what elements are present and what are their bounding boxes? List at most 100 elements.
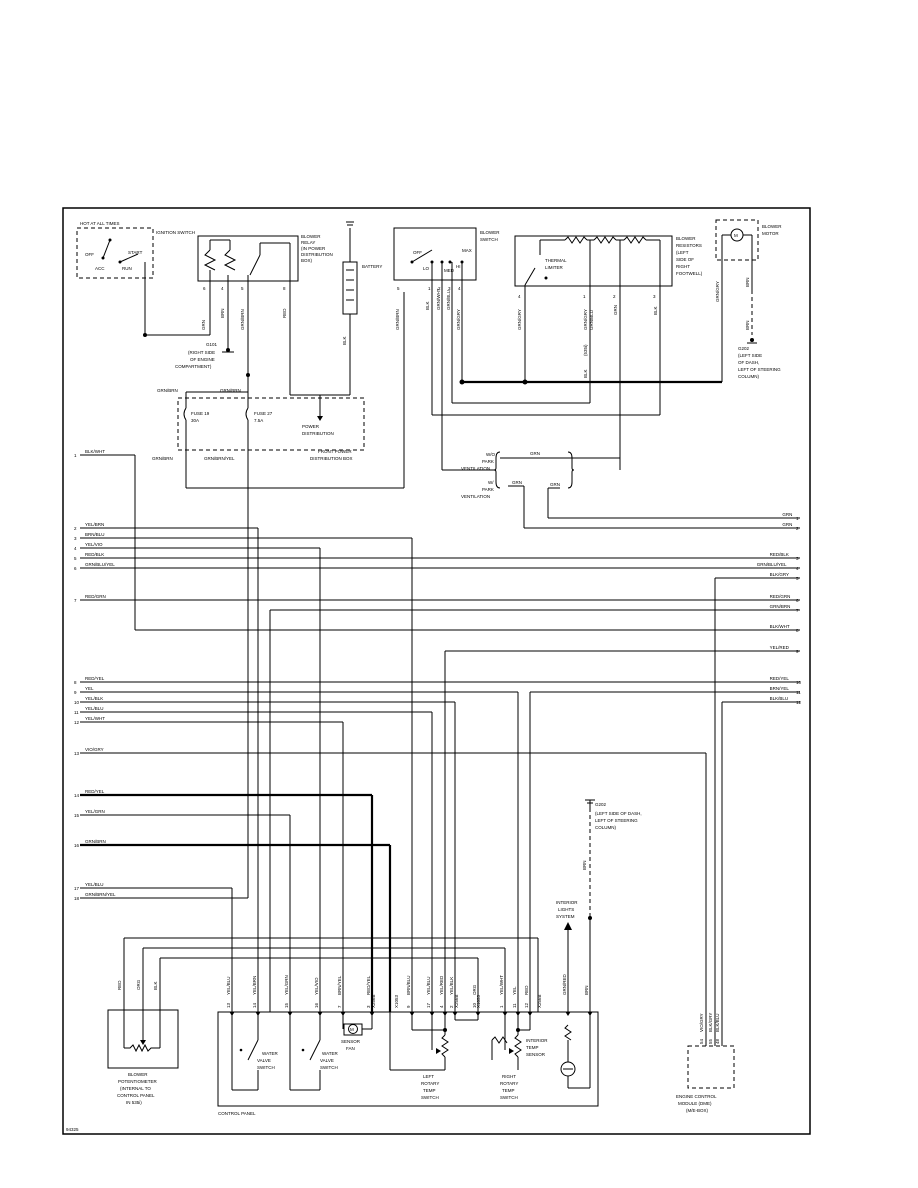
connector-label: X256B bbox=[454, 994, 459, 1008]
g202b-wire-brn: BRN bbox=[582, 860, 587, 870]
bsw-off: OFF bbox=[413, 250, 422, 255]
left-wire-number: 4 bbox=[74, 546, 77, 551]
left-wire-number: 8 bbox=[74, 680, 77, 685]
bsw-wire-blk: BLK bbox=[425, 301, 430, 310]
svg-text:5: 5 bbox=[241, 286, 244, 291]
battery-label: BATTERY bbox=[362, 264, 382, 269]
ecm-wire-viogry: VIO/GRY bbox=[699, 1013, 704, 1032]
left-wire-label: RED/BLK bbox=[85, 552, 104, 557]
pin-number: 7 bbox=[337, 1005, 342, 1008]
svg-text:2: 2 bbox=[613, 294, 616, 299]
g202-bottom: G202 (LEFT SIDE OF DASH, LEFT OF STEERIN… bbox=[556, 799, 642, 1012]
res-wire-grngry: GRN/GRY bbox=[517, 309, 522, 330]
resist-label-4: SIDE OF bbox=[676, 257, 694, 262]
fuse19-amps: 30A bbox=[191, 418, 199, 423]
park-grn-1: GRN bbox=[512, 480, 522, 485]
g202-top-4: LEFT OF STEERING bbox=[738, 367, 781, 372]
fuse19-in-wire: GRN/BRN bbox=[157, 388, 178, 393]
g202-top-2: (LEFT SIDE bbox=[738, 353, 762, 358]
left-wire-label: BLK/WHT bbox=[85, 449, 105, 454]
right-wire-label: RED/BLK bbox=[770, 552, 789, 557]
bsw-wire-grnwht: GRN/WHT bbox=[436, 288, 441, 310]
bsw-hi: HI bbox=[456, 264, 461, 269]
motor-wire-brn: BRN bbox=[745, 277, 750, 287]
diagram-frame bbox=[62, 207, 811, 1135]
g101-label-3: OF ENGINE bbox=[190, 357, 215, 362]
control-panel: CONTROL PANEL WATER VALVE SWITCH WATER V… bbox=[217, 1011, 599, 1116]
park-grn-2: GRN bbox=[550, 482, 560, 487]
wv1-3: SWITCH bbox=[257, 1065, 275, 1070]
res-wire-grn: GRN bbox=[613, 305, 618, 315]
relay-label-2: RELAY bbox=[301, 240, 315, 245]
right-wire-label: GRN/BRN bbox=[770, 604, 791, 609]
wv2-2: VALVE bbox=[320, 1058, 334, 1063]
park-ventilation: W/O PARK VENTILATION W/ PARK VENTILATION… bbox=[461, 451, 800, 529]
resist-label-5: RIGHT bbox=[676, 264, 690, 269]
g101-label-4: COMPARTMENT) bbox=[175, 364, 212, 369]
svg-text:3: 3 bbox=[653, 294, 656, 299]
fuse27-in-wire: GRN/BRN bbox=[220, 388, 241, 393]
right-wire-label: BLK/GRY bbox=[770, 572, 789, 577]
pin-arrow bbox=[255, 1012, 261, 1016]
bsw-wire-grnbrn: GRN/BRN bbox=[395, 309, 400, 330]
relay-wire-grnbrn: GRN/BRN bbox=[240, 309, 245, 330]
motor-label-1: BLOWER bbox=[762, 224, 782, 229]
relay-wire-red: RED bbox=[282, 308, 287, 318]
relay-label-3: (IN POWER bbox=[301, 246, 326, 251]
resist-label-2: RESISTORS bbox=[676, 243, 702, 248]
pin-arrow bbox=[515, 1012, 521, 1016]
right-wire-label: RED/GRN bbox=[770, 594, 791, 599]
wv1-1: WATER bbox=[262, 1051, 278, 1056]
right-wire-number: 7 bbox=[796, 608, 799, 613]
itemp-3: SENSOR bbox=[526, 1052, 546, 1057]
front-power-distribution-box: FUSE 19 30A FUSE 27 7.5A POWER DISTRIBUT… bbox=[152, 292, 405, 888]
wv1-2: VALVE bbox=[257, 1058, 271, 1063]
left-wire-label: GRN/BRN bbox=[85, 839, 106, 844]
res-note-535i: (535i) bbox=[583, 344, 588, 356]
svg-text:3: 3 bbox=[448, 286, 451, 291]
g202-top-3: OF DASH, bbox=[738, 360, 759, 365]
wv2-1: WATER bbox=[322, 1051, 338, 1056]
left-wire-label: GRN/BRN/YEL bbox=[85, 892, 116, 897]
left-wire-number: 18 bbox=[74, 896, 80, 901]
park-w-2: PARK bbox=[482, 487, 494, 492]
left-wire-number: 17 bbox=[74, 886, 80, 891]
left-wire-number: 3 bbox=[74, 536, 77, 541]
ecm-pin-48: 48 bbox=[715, 1038, 720, 1044]
right-wire-label: GRN/BLU/YEL bbox=[757, 562, 787, 567]
ignition-switch: HOT AT ALL TIMES IGNITION SWITCH OFF ACC… bbox=[76, 221, 211, 337]
ign-start-label: START bbox=[128, 250, 143, 255]
pin-wire-label: BRN/BLU bbox=[406, 975, 411, 995]
pin-arrow bbox=[369, 1012, 375, 1016]
blower-bus bbox=[432, 379, 722, 471]
int-lights-3: SYSTEM bbox=[556, 914, 575, 919]
svg-text:2: 2 bbox=[438, 286, 441, 291]
left-wire-number: 5 bbox=[74, 556, 77, 561]
fuse27-amps: 7.5A bbox=[254, 418, 263, 423]
pin-wire-label: YEL/BRN bbox=[252, 976, 257, 995]
left-wire-number: 10 bbox=[74, 700, 80, 705]
res-wire-grnblu: GRN/BLU bbox=[589, 310, 594, 330]
park-w-3: VENTILATION bbox=[461, 494, 490, 499]
right-wire-labels: 1GRN2GRN3RED/BLK4GRN/BLU/YEL5BLK/GRY6RED… bbox=[757, 512, 802, 705]
pin-wire-label: ORG bbox=[472, 984, 477, 995]
pin-arrow bbox=[340, 1012, 346, 1016]
battery-wire-blk: BLK bbox=[342, 336, 347, 345]
park-wo-1: W/O bbox=[486, 452, 495, 457]
pin-wire-label: BRN bbox=[584, 985, 589, 995]
park-wo-3: VENTILATION bbox=[461, 466, 490, 471]
left-wire-label: YEL/VIO bbox=[85, 542, 103, 547]
connector-label: X1053 bbox=[394, 994, 399, 1008]
left-wire-label: YEL/BLU bbox=[85, 706, 104, 711]
int-lights-2: LIGHTS bbox=[558, 907, 574, 912]
wv2-3: SWITCH bbox=[320, 1065, 338, 1070]
pot-wire-org: ORG bbox=[136, 979, 141, 990]
pin-arrow bbox=[317, 1012, 323, 1016]
pot-label-2: POTENTIOMETER bbox=[118, 1079, 158, 1084]
g202-top-5: COLUMN) bbox=[738, 374, 760, 379]
power-dist-label-1: POWER bbox=[302, 424, 320, 429]
ecm-label-3: (M/E-BOX) bbox=[686, 1108, 709, 1113]
relay-label-4: DISTRIBUTION bbox=[301, 252, 333, 257]
pot-wire-red: RED bbox=[117, 980, 122, 990]
